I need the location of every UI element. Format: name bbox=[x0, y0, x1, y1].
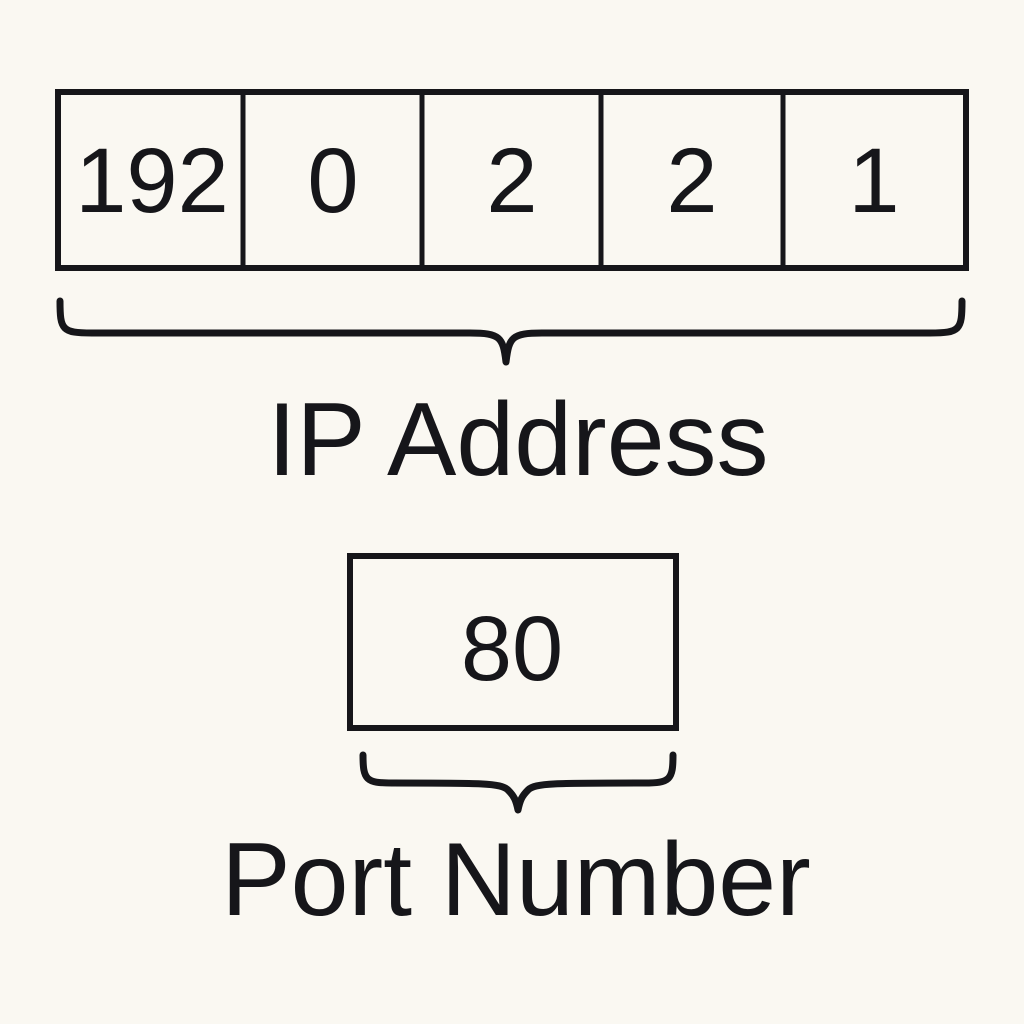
port-number-value: 80 bbox=[461, 598, 563, 700]
port-number-brace bbox=[359, 751, 677, 814]
ip-address-caption: IP Address bbox=[267, 382, 768, 498]
octet-cell-3-value: 2 bbox=[486, 130, 537, 232]
ip-address-octet-row: 192 0 2 2 1 bbox=[55, 89, 969, 271]
ip-row-outline bbox=[55, 89, 969, 271]
ip-address-brace bbox=[56, 297, 966, 366]
port-number-box: 80 bbox=[347, 553, 679, 731]
octet-cell-2-value: 0 bbox=[307, 130, 358, 232]
port-box-outline bbox=[347, 553, 679, 731]
octet-cell-1-value: 192 bbox=[75, 130, 229, 232]
octet-cell-4-value: 2 bbox=[666, 130, 717, 232]
port-number-caption: Port Number bbox=[221, 822, 811, 938]
octet-cell-5-value: 1 bbox=[848, 130, 899, 232]
